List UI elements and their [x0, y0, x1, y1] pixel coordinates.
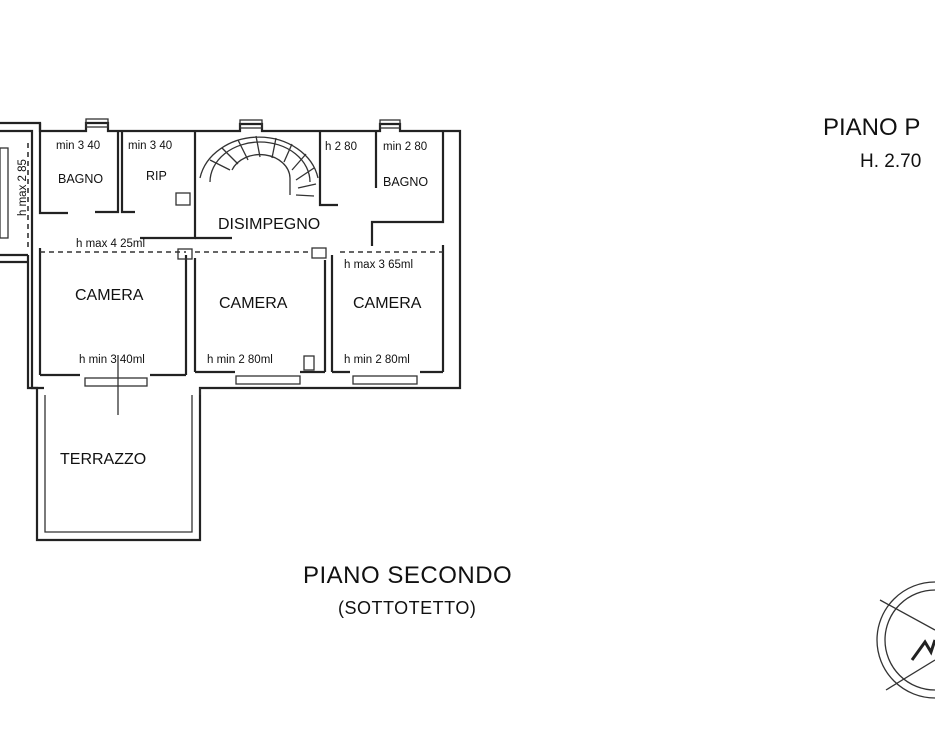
- room-label-camera-right: CAMERA: [353, 295, 422, 312]
- room-label-bagno-left: BAGNO: [58, 172, 103, 186]
- adjacent-plan-height: H. 2.70: [860, 151, 922, 172]
- room-label-camera-left: CAMERA: [75, 287, 144, 304]
- height-label-h280: h 2 80: [325, 141, 357, 153]
- height-label-bagno-right: min 2 80: [383, 141, 427, 153]
- height-label-max-left: h max 4 25ml: [76, 238, 145, 250]
- adjacent-plan-title: PIANO P: [823, 114, 921, 141]
- height-label-min-mid: h min 2 80ml: [207, 354, 273, 366]
- room-label-disimpegno: DISIMPEGNO: [218, 216, 320, 233]
- height-label-min-right: h min 2 80ml: [344, 354, 410, 366]
- height-limit-lines: [27, 143, 443, 253]
- plan-title: PIANO SECONDO: [303, 562, 513, 589]
- height-label-rip: min 3 40: [128, 140, 172, 152]
- height-label-side: h max 2 85: [17, 159, 29, 216]
- spiral-staircase: [199, 135, 319, 197]
- windows: [0, 118, 418, 387]
- height-label-bagno-left: min 3 40: [56, 140, 100, 152]
- room-label-bagno-right: BAGNO: [383, 175, 428, 189]
- interior-walls: [38, 123, 445, 415]
- plan-subtitle: (SOTTOTETTO): [338, 598, 477, 618]
- room-label-terrazzo: TERRAZZO: [60, 451, 146, 468]
- height-label-min-left: h min 3 40ml: [79, 354, 145, 366]
- height-label-max-right: h max 3 65ml: [344, 259, 413, 271]
- north-arrow-icon: [876, 581, 935, 699]
- room-label-rip: RIP: [146, 169, 167, 183]
- room-label-camera-mid: CAMERA: [219, 295, 288, 312]
